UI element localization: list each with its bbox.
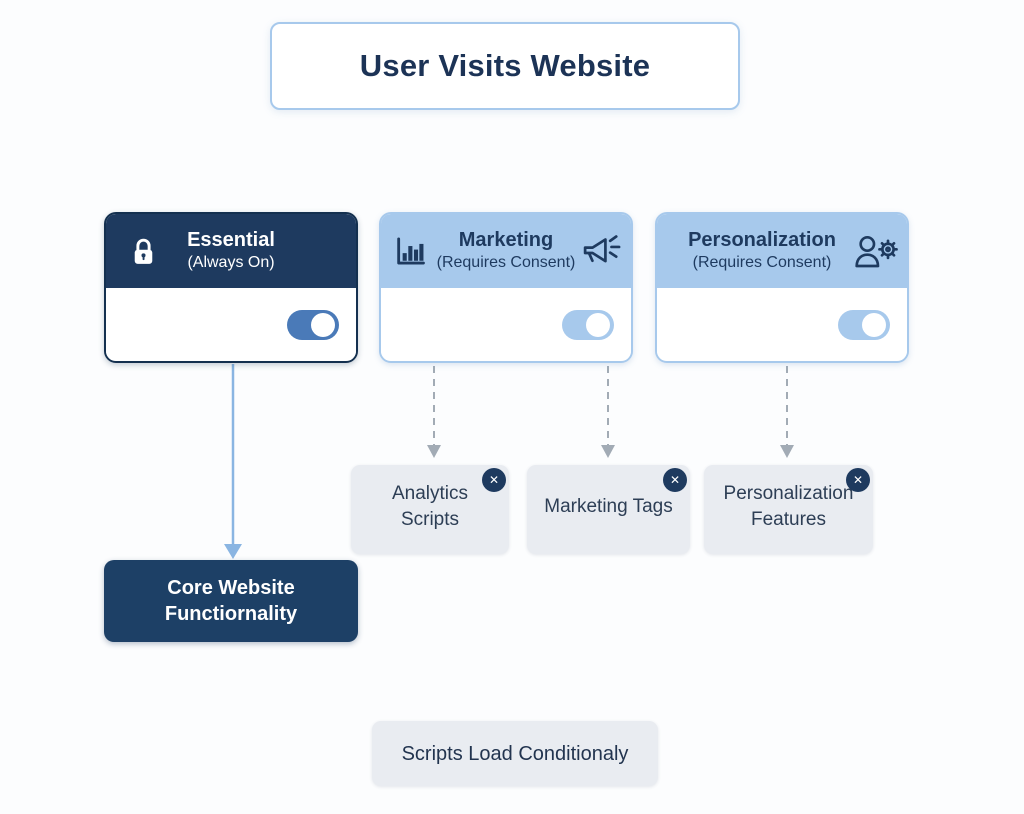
personalization-toggle[interactable] — [838, 310, 890, 340]
person-gear-icon — [852, 232, 900, 277]
personalization-card-title: Personalization — [688, 229, 836, 252]
lock-icon — [130, 236, 157, 273]
core-website-functionality-label: Core Website Functiornality — [164, 577, 298, 625]
marketing-card: Marketing (Requires Consent) — [379, 212, 633, 363]
personalization-arrowhead — [780, 445, 794, 458]
essential-card: Essential (Always On) — [104, 212, 358, 363]
scripts-load-conditionally-label: Scripts Load Conditionaly — [401, 742, 629, 765]
marketing-card-subtitle: (Requires Consent) — [436, 254, 576, 272]
analytics-scripts-chip: ✕ Analytics Scripts — [351, 465, 509, 554]
marketing-tags-label: Marketing Tags — [544, 495, 673, 517]
analytics-scripts-label: Analytics Scripts — [391, 482, 469, 530]
essential-card-title: Essential — [187, 229, 275, 252]
scripts-load-conditionally-node: Scripts Load Conditionaly — [372, 721, 658, 786]
marketing-tags-chip: ✕ Marketing Tags — [527, 465, 690, 554]
megaphone-icon — [577, 230, 623, 277]
close-icon[interactable]: ✕ — [482, 468, 506, 492]
page-title: User Visits Website — [359, 48, 651, 83]
personalization-features-label: Personalization Features — [723, 482, 854, 530]
close-icon[interactable]: ✕ — [663, 468, 687, 492]
personalization-card: Personalization (Requires Consent) — [655, 212, 909, 363]
essential-arrowhead — [224, 544, 242, 559]
personalization-card-body — [657, 288, 907, 360]
marketing-toggle[interactable] — [562, 310, 614, 340]
bar-chart-icon — [393, 234, 427, 273]
close-icon[interactable]: ✕ — [846, 468, 870, 492]
user-visits-website-node: User Visits Website — [270, 22, 740, 110]
personalization-toggle-knob — [862, 313, 886, 337]
personalization-card-subtitle: (Requires Consent) — [692, 254, 832, 272]
marketing-card-title: Marketing — [458, 229, 554, 252]
personalization-features-chip: ✕ Personalization Features — [704, 465, 873, 554]
marketing-card-header: Marketing (Requires Consent) — [381, 214, 631, 288]
personalization-card-header: Personalization (Requires Consent) — [657, 214, 907, 288]
essential-card-body — [106, 288, 356, 360]
essential-card-subtitle: (Always On) — [187, 254, 275, 272]
marketing-arrowhead — [601, 445, 615, 458]
marketing-toggle-knob — [586, 313, 610, 337]
marketing-card-body — [381, 288, 631, 360]
essential-toggle-knob — [311, 313, 335, 337]
analytics-arrowhead — [427, 445, 441, 458]
core-website-functionality-node: Core Website Functiornality — [104, 560, 358, 642]
essential-toggle[interactable] — [287, 310, 339, 340]
essential-card-header: Essential (Always On) — [106, 214, 356, 288]
